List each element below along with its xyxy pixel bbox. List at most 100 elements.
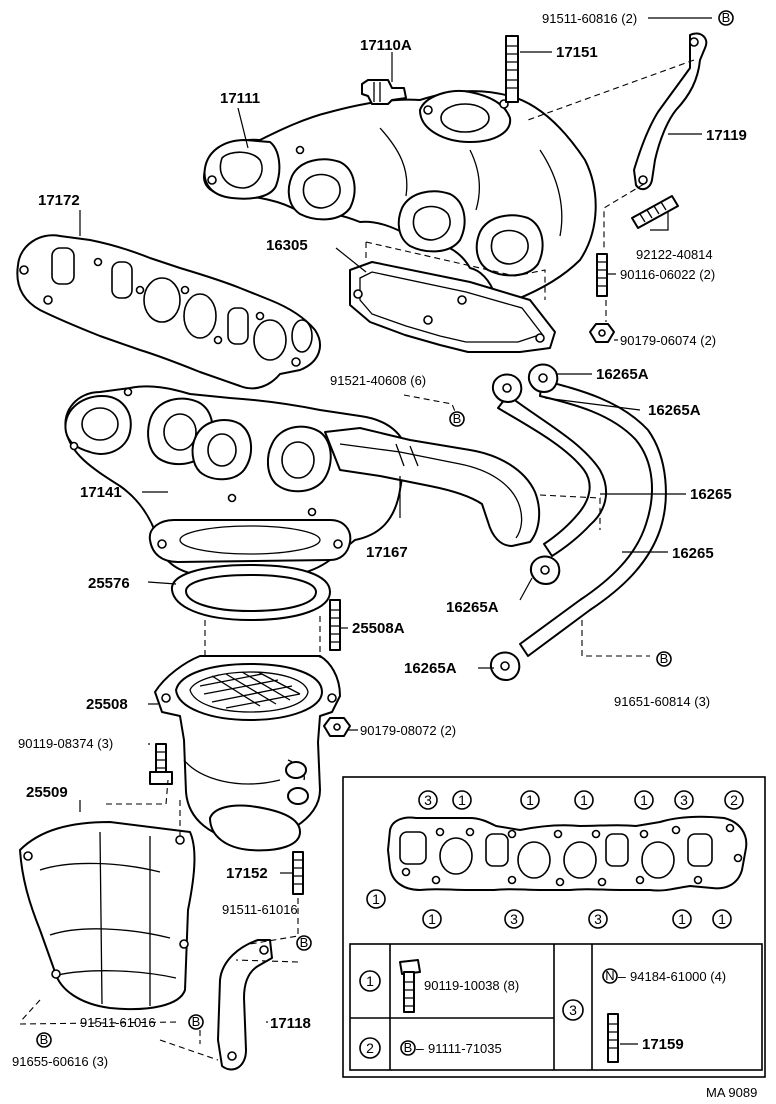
label-16265-2: 16265 (672, 545, 714, 562)
label-16265A-1: 16265A (596, 366, 649, 383)
label-91655-60616: 91655-60616 (3) (12, 1054, 108, 1069)
legend-gasket (387, 815, 748, 892)
svg-text:2: 2 (366, 1040, 374, 1056)
circled-1-icon: 1 (422, 909, 442, 929)
guide-lines (19, 30, 695, 1061)
converter-mesh (199, 671, 301, 709)
label-90116-06022: 90116-06022 (2) (620, 267, 715, 282)
label-91511-61016-b: 91511-61016 (80, 1015, 156, 1030)
stud-17152 (292, 851, 304, 895)
bracket-17118 (217, 939, 273, 1071)
pipe-17167 (324, 427, 541, 547)
leader-lines (79, 17, 712, 1023)
svg-text:3: 3 (424, 792, 432, 808)
stud-17151 (505, 35, 519, 103)
svg-text:3: 3 (680, 792, 688, 808)
label-16265A-2: 16265A (648, 402, 701, 419)
svg-text:3: 3 (510, 911, 518, 927)
label-92122-40814: 92122-40814 (636, 247, 713, 262)
circled-1-icon: 1 (359, 970, 381, 992)
legend-part-1: 90119-10038 (8) (424, 978, 519, 993)
hose-16265-upper (497, 394, 608, 557)
circled-3-icon: 3 (588, 909, 608, 929)
svg-text:B: B (453, 411, 462, 426)
b-marker-icon: B (400, 1040, 416, 1056)
label-17167: 17167 (366, 544, 408, 561)
label-16305: 16305 (266, 237, 308, 254)
label-16265-1: 16265 (690, 486, 732, 503)
svg-text:3: 3 (594, 911, 602, 927)
svg-text:1: 1 (718, 911, 726, 927)
label-90179-06074: 90179-06074 (2) (620, 333, 716, 348)
converter-25508 (154, 655, 341, 852)
stud-92122-40814 (631, 195, 679, 229)
clamp-16265A-2 (492, 373, 523, 403)
nut-90179-06074 (589, 323, 615, 343)
insulator-16305 (349, 261, 556, 353)
svg-text:1: 1 (372, 891, 380, 907)
circled-2-icon: 2 (359, 1037, 381, 1059)
svg-text:B: B (404, 1040, 413, 1055)
label-16265A-4: 16265A (404, 660, 457, 677)
legend-part-2: 91111-71035 (428, 1041, 502, 1056)
circled-3-icon: 3 (418, 790, 438, 810)
label-91511-60816: 91511-60816 (2) (542, 11, 637, 26)
insulator-25509 (19, 821, 196, 1011)
clamp-16265A-4 (490, 651, 521, 681)
label-25509: 25509 (26, 784, 68, 801)
svg-text:N: N (605, 968, 614, 983)
circled-3-icon: 3 (562, 999, 584, 1021)
clamp-16265A-3 (530, 555, 561, 585)
stud-90116-06022 (596, 253, 608, 297)
circled-3-icon: 3 (674, 790, 694, 810)
label-25508: 25508 (86, 696, 128, 713)
circled-1-icon: 1 (712, 909, 732, 929)
nut-90179-08072 (323, 717, 351, 737)
svg-text:1: 1 (526, 792, 534, 808)
svg-text:1: 1 (366, 973, 374, 989)
circled-1-icon: 1 (634, 790, 654, 810)
label-17151: 17151 (556, 44, 598, 61)
stud-icon (607, 1013, 619, 1063)
label-90179-08072: 90179-08072 (2) (360, 723, 456, 738)
svg-text:–: – (416, 1040, 424, 1056)
legend-position-markers: 3 1 1 1 1 3 2 1 1 3 3 1 1 (366, 790, 744, 929)
circled-1-icon: 1 (452, 790, 472, 810)
exhaust-manifold-17141 (64, 385, 407, 580)
b-markers: B B B B B B (36, 10, 734, 1048)
legend-part-3a: 94184-61000 (4) (630, 969, 726, 984)
label-16265A-3: 16265A (446, 599, 499, 616)
label-17141: 17141 (80, 484, 122, 501)
b-marker-icon: B (449, 411, 465, 427)
legend-box: 3 1 1 1 1 3 2 1 1 3 3 1 1 1 2 3 (342, 776, 766, 1078)
label-25508A: 25508A (352, 620, 405, 637)
manifold-17111 (203, 90, 597, 301)
label-91651-60814: 91651-60814 (3) (614, 694, 710, 709)
svg-text:B: B (722, 10, 731, 25)
circled-2-icon: 2 (724, 790, 744, 810)
svg-text:3: 3 (569, 1002, 577, 1018)
svg-text:–: – (618, 968, 626, 984)
gasket-25576 (170, 564, 331, 621)
circled-1-icon: 1 (574, 790, 594, 810)
gasket-17172 (16, 234, 321, 390)
circled-1-icon: 1 (520, 790, 540, 810)
b-marker-icon: B (36, 1032, 52, 1048)
svg-text:B: B (192, 1014, 201, 1029)
circled-1-icon: 1 (672, 909, 692, 929)
svg-text:B: B (660, 651, 669, 666)
clamp-16265A-1 (528, 363, 559, 393)
circled-3-icon: 3 (504, 909, 524, 929)
b-marker-icon: B (718, 10, 734, 26)
label-17111: 17111 (220, 90, 260, 107)
legend-table: 1 2 3 90119-10038 (8) B – 91111-71035 N … (349, 943, 763, 1071)
svg-text:1: 1 (580, 792, 588, 808)
b-marker-icon: B (296, 935, 312, 951)
svg-text:B: B (300, 935, 309, 950)
n-marker-icon: N (602, 968, 618, 984)
svg-text:1: 1 (428, 911, 436, 927)
label-25576: 25576 (88, 575, 130, 592)
label-17118: 17118 (270, 1015, 311, 1032)
sensor-17110A (361, 79, 407, 105)
